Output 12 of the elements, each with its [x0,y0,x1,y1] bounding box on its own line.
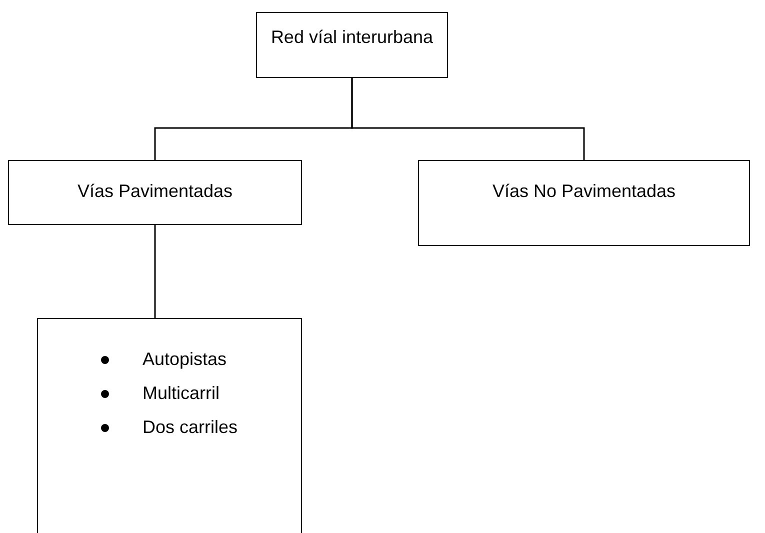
text-box [8,160,302,225]
list-item: Multicarril [101,383,238,404]
text-box [418,160,750,246]
box-label: Red víal interurbana [270,27,434,48]
list-item: Autopistas [101,349,238,370]
connector-line [351,78,585,160]
connector-line [154,225,156,318]
text-box [256,12,448,78]
box-label: Vías Pavimentadas [77,181,233,202]
text-box [37,318,302,533]
box-label: Vías No Pavimentadas [492,181,676,202]
list-item: Dos carriles [101,417,238,438]
